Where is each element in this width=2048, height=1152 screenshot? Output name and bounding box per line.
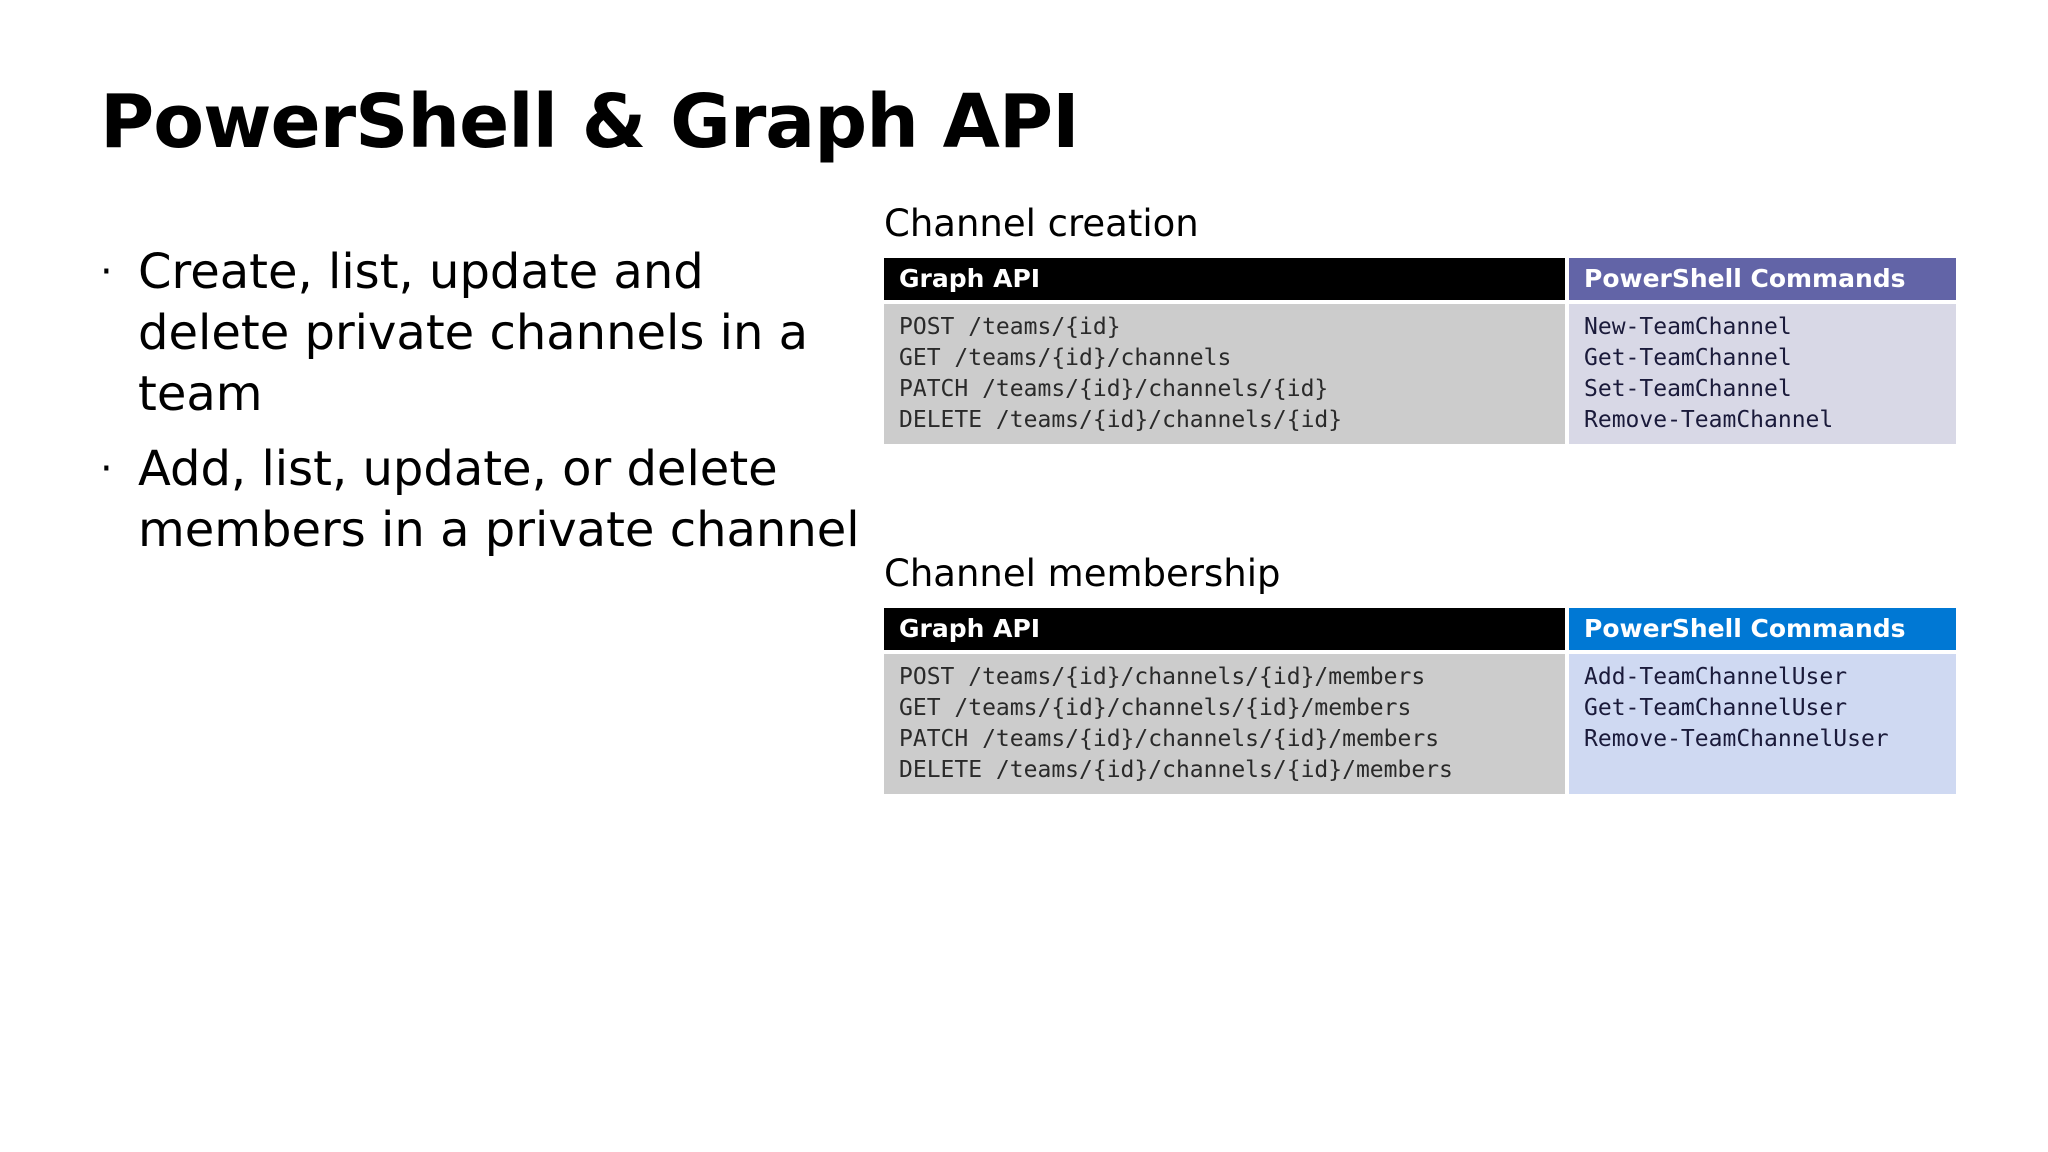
graph-api-endpoint: POST /teams/{id} [899,314,1121,340]
powershell-command: Remove-TeamChannelUser [1584,726,1889,752]
powershell-command: Remove-TeamChannel [1584,407,1834,433]
graph-api-endpoint: PATCH /teams/{id}/channels/{id}/members [899,726,1440,752]
slide-title: PowerShell & Graph API [100,79,1080,165]
graph-api-endpoint: DELETE /teams/{id}/channels/{id}/members [899,757,1453,783]
graph-api-endpoint: POST /teams/{id}/channels/{id}/members [899,664,1426,690]
graph-api-header: Graph API [884,258,1565,300]
powershell-command: New-TeamChannel [1584,314,1792,340]
powershell-command: Set-TeamChannel [1584,376,1792,402]
graph-api-endpoint: GET /teams/{id}/channels/{id}/members [899,695,1412,721]
bullet-item: · Add, list, update, or delete members i… [100,439,860,561]
powershell-commands-cell: Add-TeamChannelUser Get-TeamChannelUser … [1569,654,1956,794]
bullet-marker: · [100,249,113,295]
powershell-command: Get-TeamChannel [1584,345,1792,371]
channel-membership-table: Graph API PowerShell Commands POST /team… [884,608,1956,794]
graph-api-endpoint: DELETE /teams/{id}/channels/{id} [899,407,1343,433]
channel-creation-title: Channel creation [884,202,1199,245]
channel-creation-section: Channel creation Graph API PowerShell Co… [884,202,1956,444]
bullet-item: · Create, list, update and delete privat… [100,242,860,425]
bullet-text: Add, list, update, or delete members in … [138,441,860,558]
powershell-command: Get-TeamChannelUser [1584,695,1848,721]
bullet-marker: · [100,446,113,492]
graph-api-endpoint: GET /teams/{id}/channels [899,345,1232,371]
bullet-text: Create, list, update and delete private … [138,244,809,422]
channel-membership-section: Channel membership Graph API PowerShell … [884,552,1956,794]
bullet-list: · Create, list, update and delete privat… [100,242,860,575]
channel-creation-table: Graph API PowerShell Commands POST /team… [884,258,1956,444]
powershell-commands-cell: New-TeamChannel Get-TeamChannel Set-Team… [1569,304,1956,444]
channel-membership-title: Channel membership [884,552,1281,595]
powershell-commands-header: PowerShell Commands [1569,258,1956,300]
graph-api-cell: POST /teams/{id}/channels/{id}/members G… [884,654,1565,794]
graph-api-header: Graph API [884,608,1565,650]
powershell-commands-header: PowerShell Commands [1569,608,1956,650]
powershell-command: Add-TeamChannelUser [1584,664,1848,690]
graph-api-endpoint: PATCH /teams/{id}/channels/{id} [899,376,1329,402]
graph-api-cell: POST /teams/{id} GET /teams/{id}/channel… [884,304,1565,444]
